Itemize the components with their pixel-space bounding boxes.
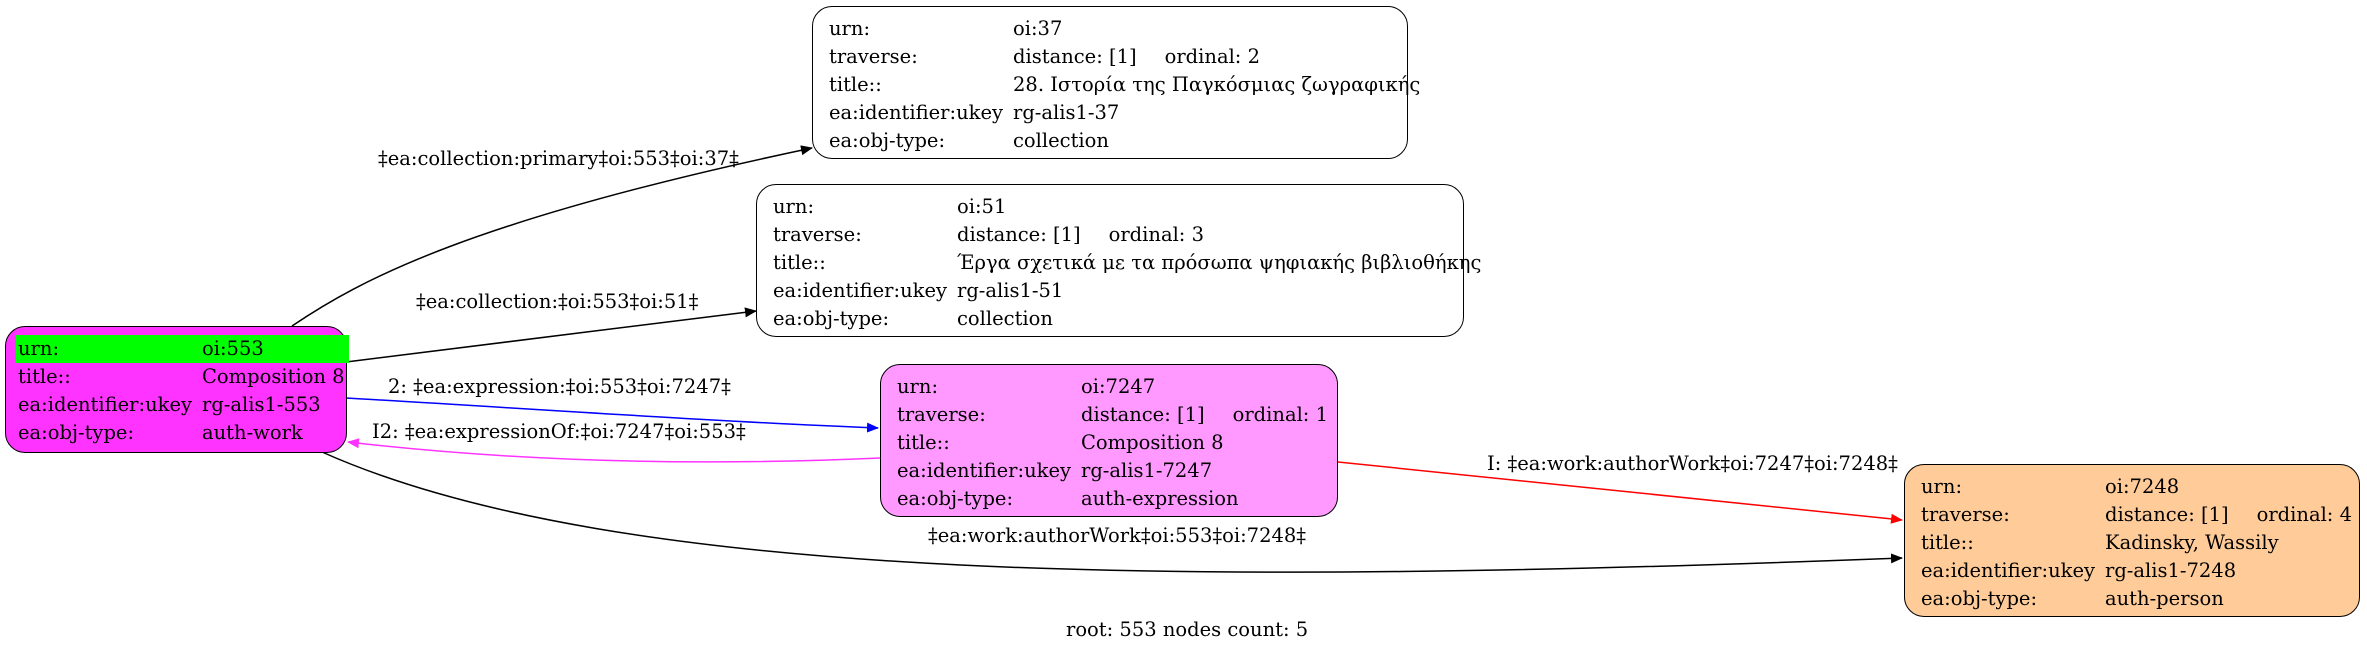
node-7248-ordinal: ordinal: 4 xyxy=(2256,503,2352,526)
node-7247-ordinal: ordinal: 1 xyxy=(1232,403,1328,426)
node-7247-type-value: auth-expression xyxy=(1081,487,1239,510)
node-553-ukey-value: rg-alis1-553 xyxy=(202,393,321,416)
node-553-title-value: Composition 8 xyxy=(202,365,345,388)
edge-7247-to-553 xyxy=(347,438,881,463)
edge-label-553-7248: ‡ea:work:authorWork‡oi:553‡oi:7248‡ xyxy=(928,524,1307,547)
node-oi-7248[interactable]: urn: oi:7248 traverse: distance: [1] ordi… xyxy=(1904,464,2360,617)
node-37-ordinal: ordinal: 2 xyxy=(1164,45,1260,68)
node-7247-ukey-key: ea:identifier:ukey xyxy=(897,459,1071,482)
node-7248-distance: distance: [1] xyxy=(2105,503,2229,526)
node-7247-table: urn: oi:7247 traverse: distance: [1] ordi… xyxy=(895,373,1332,513)
node-51-urn-value: oi:51 xyxy=(957,195,1007,218)
node-oi-553[interactable]: urn: oi:553 title:: Composition 8 ea:ide… xyxy=(5,326,349,453)
edge-553-to-7247 xyxy=(345,397,879,433)
node-oi-7247[interactable]: urn: oi:7247 traverse: distance: [1] ordi… xyxy=(880,364,1338,517)
node-7247-title-value: Composition 8 xyxy=(1081,431,1224,454)
node-37-title-value: 28. Ιστορία της Παγκόσμιας ζωγραφικής xyxy=(1013,73,1421,96)
node-oi-51[interactable]: urn: oi:51 traverse: distance: [1] ordina… xyxy=(756,184,1481,337)
node-51-type-value: collection xyxy=(957,307,1053,330)
node-7247-title-key: title:: xyxy=(897,431,950,454)
edge-label-7247-7248: I: ‡ea:work:authorWork‡oi:7247‡oi:7248‡ xyxy=(1487,452,1898,475)
node-7248-ukey-key: ea:identifier:ukey xyxy=(1921,559,2095,582)
node-37-ukey-value: rg-alis1-37 xyxy=(1013,101,1120,124)
node-37-type-key: ea:obj-type: xyxy=(829,129,946,152)
node-553-title-key: title:: xyxy=(18,365,71,388)
node-51-urn-key: urn: xyxy=(773,195,815,218)
node-37-type-value: collection xyxy=(1013,129,1109,152)
node-37-title-key: title:: xyxy=(829,73,882,96)
node-7248-title-key: title:: xyxy=(1921,531,1974,554)
node-37-table: urn: oi:37 traverse: distance: [1] ordina… xyxy=(827,15,1424,155)
node-51-title-value: Έργα σχετικά με τα πρόσωπα ψηφιακής βιβλ… xyxy=(957,251,1482,274)
node-553-type-key: ea:obj-type: xyxy=(18,421,135,444)
node-51-table: urn: oi:51 traverse: distance: [1] ordina… xyxy=(771,193,1485,333)
node-37-urn-value: oi:37 xyxy=(1013,17,1063,40)
node-7248-urn-value: oi:7248 xyxy=(2105,475,2180,498)
node-37-ukey-key: ea:identifier:ukey xyxy=(829,101,1003,124)
edge-7247-to-7248 xyxy=(1337,461,1903,524)
edge-label-7247-553: I2: ‡ea:expressionOf:‡oi:7247‡oi:553‡ xyxy=(372,420,746,443)
node-7248-traverse-key: traverse: xyxy=(1921,503,2010,526)
edge-label-553-7247: 2: ‡ea:expression:‡oi:553‡oi:7247‡ xyxy=(388,375,731,398)
node-7248-type-key: ea:obj-type: xyxy=(1921,587,2038,610)
node-553-ukey-row: ea:identifier:ukey rg-alis1-553 xyxy=(16,391,349,419)
node-7248-table: urn: oi:7248 traverse: distance: [1] ordi… xyxy=(1919,473,2356,613)
node-7247-distance: distance: [1] xyxy=(1081,403,1205,426)
node-553-table: urn: oi:553 title:: Composition 8 ea:ide… xyxy=(16,335,349,447)
edge-label-553-51: ‡ea:collection:‡oi:553‡oi:51‡ xyxy=(416,290,699,313)
edge-label-553-37: ‡ea:collection:primary‡oi:553‡oi:37‡ xyxy=(378,147,739,170)
edge-553-to-7248 xyxy=(321,451,1903,573)
node-37-urn-key: urn: xyxy=(829,17,871,40)
node-553-type-row: ea:obj-type: auth-work xyxy=(16,419,349,447)
node-7247-urn-value: oi:7247 xyxy=(1081,375,1156,398)
node-51-ukey-value: rg-alis1-51 xyxy=(957,279,1064,302)
node-553-ukey-key: ea:identifier:ukey xyxy=(18,393,192,416)
node-7248-title-value: Kadinsky, Wassily xyxy=(2105,531,2279,554)
node-553-urn-row: urn: oi:553 xyxy=(16,335,349,363)
node-553-title-row: title:: Composition 8 xyxy=(16,363,349,391)
node-oi-37[interactable]: urn: oi:37 traverse: distance: [1] ordina… xyxy=(812,6,1420,159)
node-553-urn-key: urn: xyxy=(16,335,200,363)
node-553-type-value: auth-work xyxy=(202,421,303,444)
node-51-type-key: ea:obj-type: xyxy=(773,307,890,330)
node-51-title-key: title:: xyxy=(773,251,826,274)
edge-553-to-37 xyxy=(291,145,813,327)
node-7248-ukey-value: rg-alis1-7248 xyxy=(2105,559,2237,582)
node-37-distance: distance: [1] xyxy=(1013,45,1137,68)
node-553-urn-value: oi:553 xyxy=(200,335,349,363)
node-7247-ukey-value: rg-alis1-7247 xyxy=(1081,459,1213,482)
node-7248-urn-key: urn: xyxy=(1921,475,1963,498)
node-51-distance: distance: [1] xyxy=(957,223,1081,246)
node-7247-type-key: ea:obj-type: xyxy=(897,487,1014,510)
node-7248-type-value: auth-person xyxy=(2105,587,2224,610)
node-7247-traverse-key: traverse: xyxy=(897,403,986,426)
node-51-ukey-key: ea:identifier:ukey xyxy=(773,279,947,302)
node-7247-urn-key: urn: xyxy=(897,375,939,398)
edge-553-to-51 xyxy=(345,307,757,363)
graph-footer: root: 553 nodes count: 5 xyxy=(1066,618,1309,641)
node-51-ordinal: ordinal: 3 xyxy=(1108,223,1204,246)
node-37-traverse-key: traverse: xyxy=(829,45,918,68)
node-51-traverse-key: traverse: xyxy=(773,223,862,246)
